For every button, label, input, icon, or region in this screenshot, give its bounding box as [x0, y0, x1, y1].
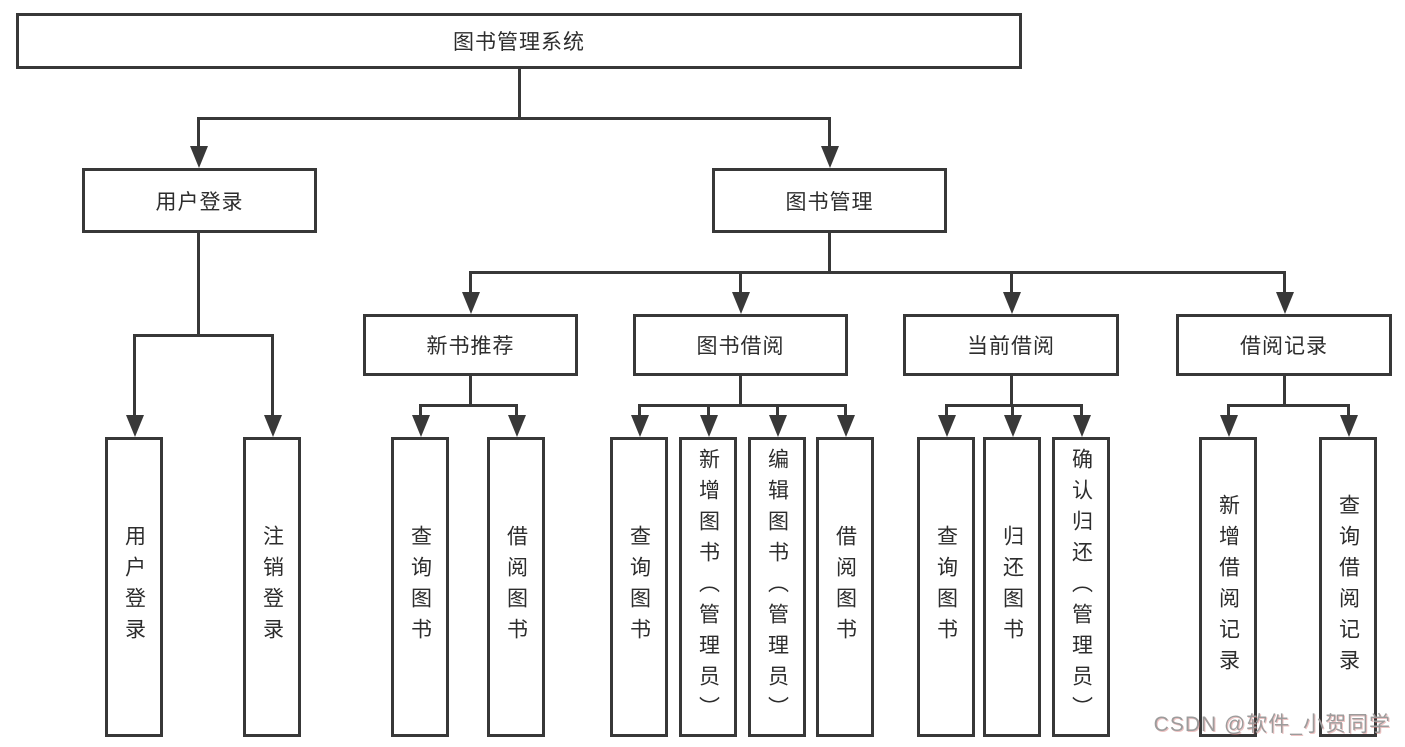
connector-stem [1347, 404, 1350, 418]
connector-level3-rail [469, 271, 1286, 274]
leaf-label: 新增图书（管理员） [696, 447, 720, 727]
node-book-borrowing: 图书借阅 [633, 314, 848, 376]
connector-rail [638, 404, 847, 407]
node-book-management: 图书管理 [712, 168, 947, 233]
connector-stem [945, 404, 948, 418]
leaf-label: 用户登录 [122, 525, 146, 649]
connector-drop [739, 375, 742, 406]
leaf-label: 查询图书 [934, 525, 958, 649]
leaf-borrow-books-recommend: 借阅图书 [487, 437, 545, 737]
leaf-confirm-return-admin: 确认归还（管理员） [1052, 437, 1110, 737]
arrow-down [462, 292, 480, 314]
arrow-down [700, 415, 718, 437]
connector-stem [1283, 271, 1286, 295]
arrow-down [1003, 292, 1021, 314]
arrow-down [264, 415, 282, 437]
connector-stem [844, 404, 847, 418]
connector-user-login-rail [133, 334, 274, 337]
connector-root-drop [518, 68, 521, 120]
connector-stem [1227, 404, 1230, 418]
connector-stem [197, 117, 200, 149]
connector-drop [1010, 375, 1013, 406]
connector-drop [469, 375, 472, 406]
arrow-down [190, 146, 208, 168]
leaf-label: 编辑图书（管理员） [765, 447, 789, 727]
arrow-down [821, 146, 839, 168]
leaf-query-borrow-record: 查询借阅记录 [1319, 437, 1377, 737]
arrow-down [1004, 415, 1022, 437]
connector-rail [1227, 404, 1350, 407]
leaf-label: 查询图书 [627, 525, 651, 649]
connector-drop [1283, 375, 1286, 406]
connector-rail [419, 404, 518, 407]
leaf-label: 注销登录 [260, 525, 284, 649]
connector-stem [1080, 404, 1083, 418]
leaf-label: 归还图书 [1000, 525, 1024, 649]
arrow-down [508, 415, 526, 437]
node-new-book-recommendation: 新书推荐 [363, 314, 578, 376]
connector-stem [1010, 271, 1013, 295]
connector-stem [776, 404, 779, 418]
connector-stem [515, 404, 518, 418]
leaf-label: 查询借阅记录 [1336, 494, 1360, 680]
connector-stem [638, 404, 641, 418]
connector-stem [469, 271, 472, 295]
arrow-down [837, 415, 855, 437]
node-user-login: 用户登录 [82, 168, 317, 233]
arrow-down [631, 415, 649, 437]
arrow-down [1276, 292, 1294, 314]
arrow-down [1073, 415, 1091, 437]
connector-stem [828, 117, 831, 149]
leaf-user-login: 用户登录 [105, 437, 163, 737]
leaf-label: 确认归还（管理员） [1069, 447, 1093, 727]
leaf-label: 借阅图书 [833, 525, 857, 649]
leaf-label: 新增借阅记录 [1216, 494, 1240, 680]
leaf-add-borrow-record: 新增借阅记录 [1199, 437, 1257, 737]
connector-stem [133, 334, 136, 417]
connector-stem [419, 404, 422, 418]
connector-stem [739, 271, 742, 295]
leaf-return-books: 归还图书 [983, 437, 1041, 737]
connector-rail [945, 404, 1083, 407]
leaf-edit-books-admin: 编辑图书（管理员） [748, 437, 806, 737]
arrow-down [1340, 415, 1358, 437]
connector-stem [1011, 404, 1014, 418]
connector-level2-rail [197, 117, 831, 120]
connector-user-login-drop [197, 232, 200, 336]
arrow-down [1220, 415, 1238, 437]
node-library-management-system: 图书管理系统 [16, 13, 1022, 69]
leaf-label: 查询图书 [408, 525, 432, 649]
connector-book-management-drop [828, 232, 831, 273]
arrow-down [126, 415, 144, 437]
leaf-query-books-borrowing: 查询图书 [610, 437, 668, 737]
arrow-down [938, 415, 956, 437]
leaf-query-books-recommend: 查询图书 [391, 437, 449, 737]
node-borrowing-records: 借阅记录 [1176, 314, 1392, 376]
connector-stem [271, 334, 274, 417]
leaf-label: 借阅图书 [504, 525, 528, 649]
leaf-query-books-current: 查询图书 [917, 437, 975, 737]
arrow-down [412, 415, 430, 437]
leaf-logout-login: 注销登录 [243, 437, 301, 737]
arrow-down [769, 415, 787, 437]
leaf-borrow-books-borrowing: 借阅图书 [816, 437, 874, 737]
csdn-watermark: CSDN @软件_小贺同学 [1153, 713, 1391, 736]
leaf-add-books-admin: 新增图书（管理员） [679, 437, 737, 737]
arrow-down [732, 292, 750, 314]
connector-stem [707, 404, 710, 418]
node-current-borrowing: 当前借阅 [903, 314, 1119, 376]
